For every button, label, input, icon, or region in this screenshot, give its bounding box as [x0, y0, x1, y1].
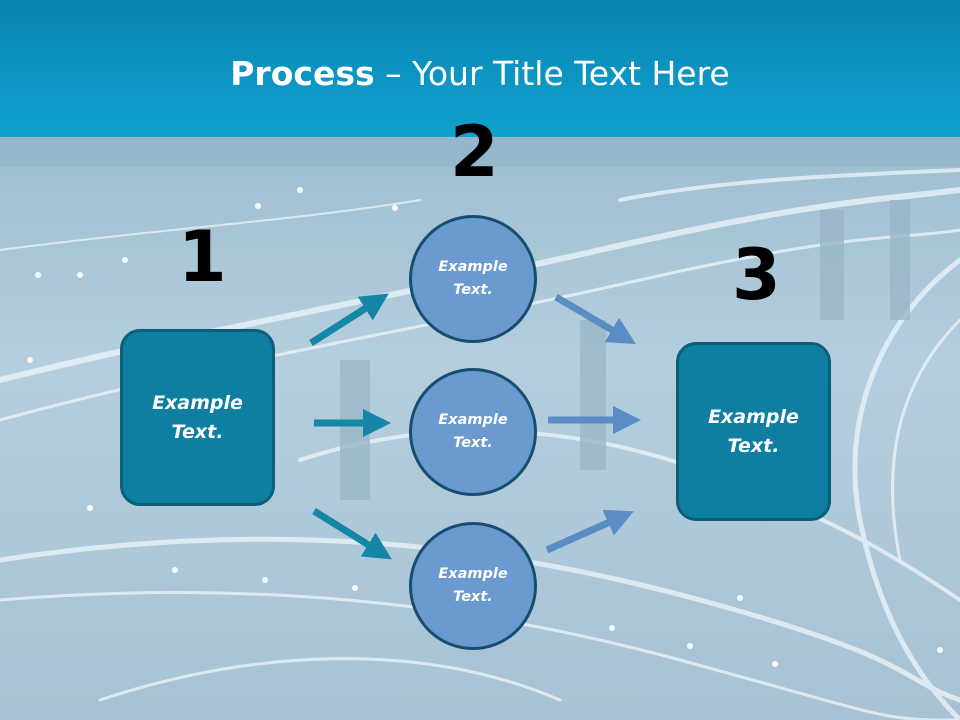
circle-top: Example Text.: [409, 215, 537, 343]
title-rest: – Your Title Text Here: [374, 54, 730, 93]
step-3-box: Example Text.: [676, 342, 831, 521]
circle-bottom: Example Text.: [409, 522, 537, 650]
circle-middle: Example Text.: [409, 368, 537, 496]
step-number-3: 3: [732, 234, 781, 316]
circle-top-label: Example Text.: [438, 259, 508, 298]
arrow-1-to-top: [309, 293, 389, 346]
step-number-2: 2: [450, 111, 499, 193]
circle-middle-label: Example Text.: [438, 412, 508, 451]
step-1-label: Example Text.: [152, 391, 243, 443]
arrow-top-to-3: [554, 293, 637, 345]
arrow-1-to-bottom: [312, 508, 392, 560]
title-bar: [0, 0, 960, 137]
arrow-bottom-to-3: [545, 509, 634, 554]
step-number-1: 1: [178, 216, 227, 298]
title-bold: Process: [230, 54, 375, 93]
step-3-label: Example Text.: [708, 405, 799, 457]
slide-title: Process – Your Title Text Here: [0, 52, 960, 96]
circle-bottom-label: Example Text.: [438, 566, 508, 605]
step-1-box: Example Text.: [120, 329, 275, 506]
